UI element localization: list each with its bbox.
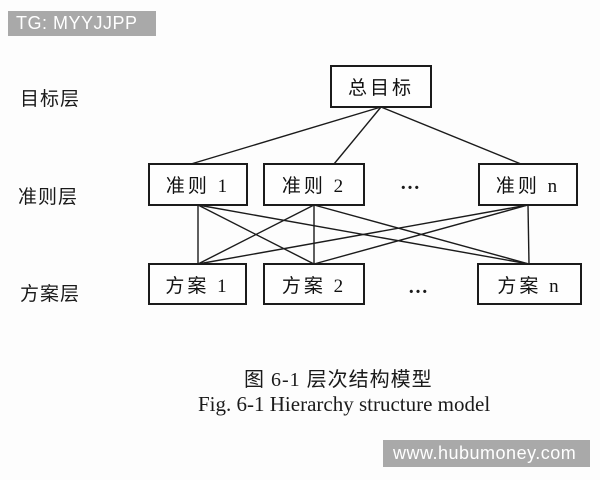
- layer-label-alternatives: 方案层: [20, 284, 81, 305]
- criteria-to-alternative-edges: [197, 204, 530, 265]
- criteria-node-n: 准则 n: [478, 163, 578, 206]
- criteria-ellipsis: …: [400, 172, 422, 194]
- layer-label-criteria: 准则层: [18, 187, 79, 208]
- watermark-bottom-right: www.hubumoney.com: [383, 440, 590, 467]
- criteria-node-2: 准则 2: [263, 163, 365, 206]
- figure-caption-zh: 图 6-1 层次结构模型: [244, 369, 433, 391]
- alternative-node-n: 方案 n: [477, 263, 582, 305]
- goal-to-criteria-edges: [190, 106, 522, 165]
- layer-label-goal: 目标层: [20, 89, 81, 110]
- criteria-node-1: 准则 1: [148, 163, 248, 206]
- alternatives-ellipsis: …: [408, 276, 430, 298]
- alternative-node-2: 方案 2: [263, 263, 365, 305]
- goal-node: 总目标: [330, 65, 432, 108]
- figure-caption-en: Fig. 6-1 Hierarchy structure model: [198, 392, 491, 416]
- alternative-node-1: 方案 1: [148, 263, 247, 305]
- watermark-top-left: TG: MYYJJPP: [8, 11, 156, 36]
